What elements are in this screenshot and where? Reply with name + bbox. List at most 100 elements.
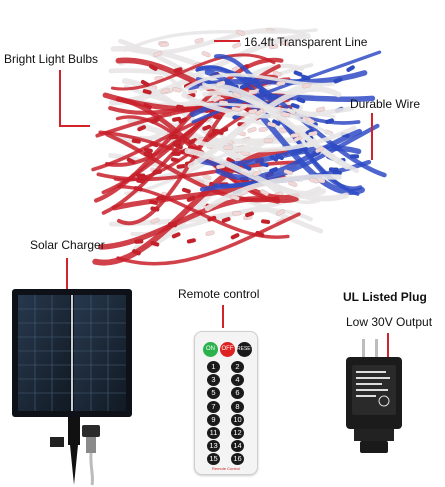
light-bulb [248, 89, 258, 95]
light-bulb [280, 111, 291, 118]
light-bulb [215, 163, 226, 170]
light-bulb [346, 65, 356, 73]
remote-key-on[interactable]: ON [203, 342, 218, 357]
remote-key-1[interactable]: 1 [207, 361, 220, 373]
light-strand [116, 184, 290, 239]
remote-key-14[interactable]: 14 [231, 440, 244, 453]
callout-solar-charger: Solar Charger [30, 238, 105, 252]
light-bulb [293, 70, 303, 77]
light-strand [93, 57, 284, 203]
remote-key-6[interactable]: 6 [231, 387, 244, 400]
light-bulb [205, 230, 215, 237]
remote-key-16[interactable]: 16 [231, 453, 244, 466]
light-bulb [142, 88, 152, 95]
light-bulb [248, 108, 258, 114]
remote-key-12[interactable]: 12 [231, 427, 244, 439]
callout-remote-control: Remote control [178, 287, 260, 301]
remote-key-4[interactable]: 4 [231, 374, 244, 387]
light-bulb [268, 93, 279, 99]
remote-key-15[interactable]: 15 [207, 453, 220, 466]
light-strand [110, 53, 276, 91]
light-bulb [188, 137, 198, 145]
light-bulb [172, 87, 182, 93]
remote-key-3[interactable]: 3 [207, 374, 220, 387]
light-bulb [140, 79, 150, 87]
callout-ul-plug: UL Listed Plug [343, 290, 427, 304]
remote-key-reset[interactable]: RESET [237, 342, 254, 357]
light-bulb [247, 126, 257, 133]
light-bulb [260, 219, 271, 225]
light-bulb [315, 106, 326, 113]
light-strand [215, 128, 363, 181]
remote-key-10[interactable]: 10 [231, 413, 244, 426]
light-bulb [194, 37, 204, 44]
light-bulb [148, 64, 158, 72]
remote-key-9[interactable]: 9 [207, 413, 220, 426]
light-strand [105, 132, 280, 203]
light-bulb [152, 169, 163, 175]
light-bulb [134, 239, 144, 245]
light-bulb [309, 177, 319, 184]
light-bulb [131, 248, 141, 256]
light-strand [122, 28, 318, 53]
light-bulb [301, 82, 312, 89]
light-bulb [258, 126, 268, 132]
light-bulb [268, 166, 279, 174]
remote-key-off[interactable]: OFF [220, 342, 235, 357]
light-bulb [171, 116, 182, 123]
remote-key-7[interactable]: 7 [207, 400, 220, 413]
light-bulb [276, 80, 286, 87]
light-bulb [150, 217, 160, 224]
light-strand [191, 50, 382, 124]
light-strand [202, 82, 336, 138]
light-bulb [239, 83, 249, 90]
remote-key-13[interactable]: 13 [207, 440, 220, 453]
light-bulb [160, 87, 170, 95]
light-strand [198, 83, 350, 170]
light-bulb [315, 146, 325, 154]
light-strand [204, 174, 342, 212]
light-bulb [230, 232, 240, 240]
light-bulb [260, 189, 269, 197]
remote-key-11[interactable]: 11 [207, 427, 220, 439]
callout-transparent-line: 16.4ft Transparent Line [244, 35, 368, 49]
light-bulb [349, 154, 360, 159]
light-bulb [232, 91, 242, 99]
light-bulb [333, 77, 343, 84]
light-bulb [150, 206, 160, 212]
light-bulb [231, 106, 241, 112]
light-bulb [232, 42, 242, 49]
light-bulb [288, 180, 298, 188]
light-bulb [219, 126, 229, 134]
light-strand [204, 69, 365, 195]
light-bulb [155, 195, 166, 201]
light-bulb [283, 169, 293, 176]
light-bulb [137, 124, 147, 132]
light-bulb [324, 118, 335, 125]
light-bulb [296, 97, 306, 104]
light-bundle [91, 27, 387, 266]
light-bulb [172, 140, 182, 146]
light-bulb [150, 117, 160, 124]
light-bulb [301, 74, 311, 81]
light-bulb [290, 132, 300, 138]
remote-key-2[interactable]: 2 [231, 361, 244, 373]
light-bulb [221, 216, 231, 223]
light-bulb [230, 194, 240, 201]
remote-key-8[interactable]: 8 [231, 400, 244, 413]
remote-footer: Remote Control [211, 466, 240, 471]
light-bulb [159, 42, 170, 47]
remote-key-5[interactable]: 5 [207, 387, 220, 400]
callout-low-voltage: Low 30V Output [346, 315, 433, 329]
light-bulb [171, 232, 181, 239]
callout-durable-wire: Durable Wire [350, 97, 421, 111]
light-bulb [126, 157, 136, 165]
light-strand [116, 212, 301, 266]
light-bulb [138, 174, 148, 180]
light-bulb [181, 187, 192, 194]
light-bulb [308, 130, 318, 137]
